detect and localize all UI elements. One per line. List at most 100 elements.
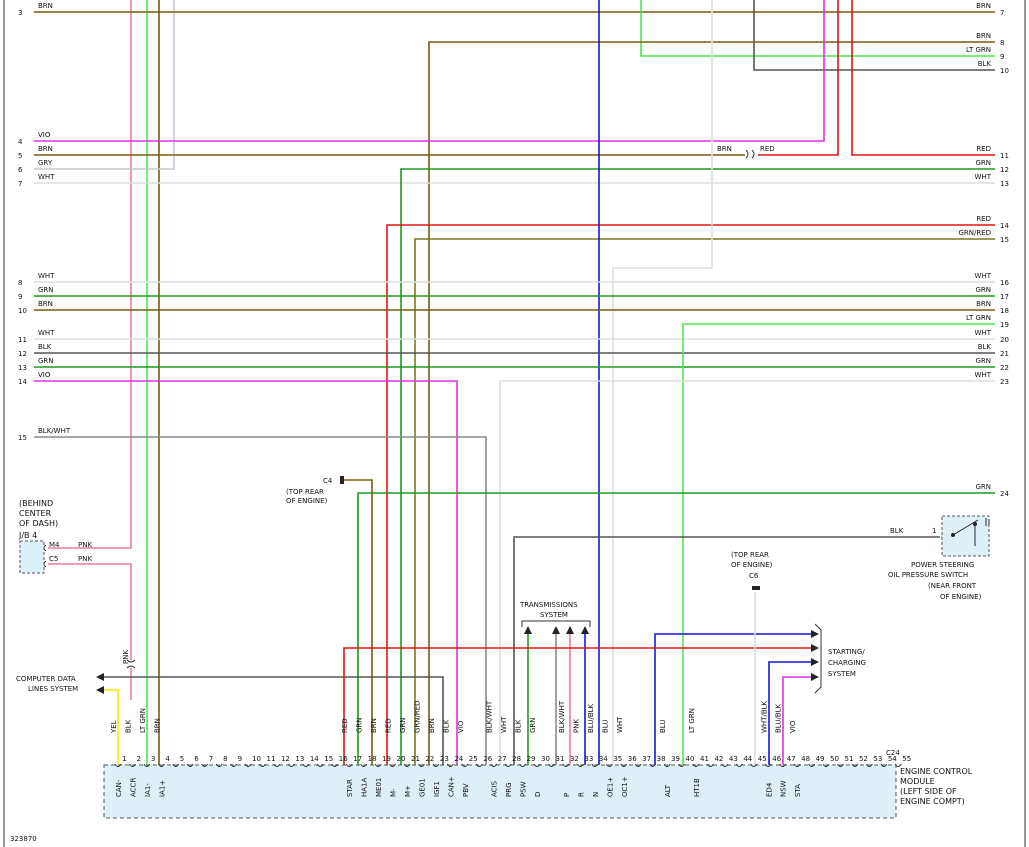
wire-wht-right23: [499, 380, 995, 765]
ecm-pin-name-29: PSW: [520, 781, 528, 797]
ecm-pin-num-21: 21: [411, 755, 420, 763]
ecm-pin-wire-29: BLK: [515, 719, 523, 733]
ecm-pin-num-18: 18: [368, 755, 377, 763]
ecm-pin-num-12: 12: [281, 755, 290, 763]
ecm-pin-symbol-3: [143, 763, 151, 767]
ecm-pin-num-52: 52: [859, 755, 868, 763]
left-wire-num-8: 8: [18, 279, 22, 287]
ecm-pin-wire-18: GRN: [356, 717, 364, 733]
wire-vio-row4: [34, 0, 825, 142]
ecm-pin-symbol-43: [721, 763, 729, 767]
ecm-pin-name-24: CAN+: [447, 776, 455, 797]
ecm-pin-num-54: 54: [888, 755, 897, 763]
left-wire-label-11: WHT: [38, 329, 55, 337]
ecm-pin-num-23: 23: [440, 755, 449, 763]
right-wire-num-24: 24: [1000, 490, 1009, 498]
jb-pin-c5: C5: [49, 555, 58, 563]
ecm-pin-num-38: 38: [657, 755, 666, 763]
right-wire-label-13: WHT: [975, 173, 992, 181]
ecm-pin-num-41: 41: [700, 755, 709, 763]
ecm-pin-name-18: HA1A: [361, 777, 369, 797]
right-wire-num-11: 11: [1000, 152, 1009, 160]
ecm-pin-num-44: 44: [743, 755, 752, 763]
ecm-pin-num-46: 46: [772, 755, 781, 763]
ecm-pin-name-19: ME01: [375, 778, 383, 797]
ecm-pin-symbol-26: [475, 763, 483, 767]
ecm-pin-symbol-52: [851, 763, 859, 767]
left-wire-label-12: BLK: [38, 343, 52, 351]
ecm-pin-symbol-51: [837, 763, 844, 767]
ecm-pin-symbol-28: [504, 763, 512, 767]
left-wire-label-6: GRY: [38, 159, 53, 167]
right-wire-num-14: 14: [1000, 222, 1009, 230]
ecm-pin-symbol-17: [345, 763, 353, 767]
left-wire-num-15: 15: [18, 434, 27, 442]
wire-vio-sta: [782, 676, 815, 765]
arrow-start-star: [811, 644, 819, 652]
jb-label-3: OF DASH): [19, 519, 58, 528]
ecm-pin-num-36: 36: [628, 755, 637, 763]
jb-box: [19, 540, 45, 574]
ecm-pin-symbol-10: [244, 763, 252, 767]
ecm-pin-wire-34: BLU/BLK: [587, 703, 595, 733]
ecm-pin-name-27: ACIS: [491, 780, 499, 797]
right-wire-num-13: 13: [1000, 180, 1009, 188]
jb-pin-m4: M4: [49, 541, 60, 549]
ground-c6-symbol: [752, 586, 760, 590]
wire-blk-right10: [753, 0, 995, 71]
jb-label-2: CENTER: [19, 509, 52, 518]
left-wire-label-8: WHT: [38, 272, 55, 280]
left-wire-num-6: 6: [18, 166, 23, 174]
ecm-pin-name-33: R: [577, 792, 585, 797]
ecm-pin-symbol-40: [678, 763, 685, 767]
computer-data-lines: COMPUTER DATA LINES SYSTEM: [16, 675, 78, 693]
switch-line-1: POWER STEERING: [911, 561, 974, 569]
left-wire-label-15: BLK/WHT: [38, 427, 71, 435]
right-wire-label-12: GRN: [975, 159, 991, 167]
ecm-box: [103, 764, 897, 819]
arrow-start-sta: [811, 673, 819, 681]
ecm-title-line-1: ENGINE CONTROL: [900, 767, 973, 776]
ecm-pin-num-28: 28: [512, 755, 521, 763]
switch-arm: [952, 519, 979, 536]
ecm-pin-num-19: 19: [382, 755, 391, 763]
ecm-pin-num-42: 42: [714, 755, 723, 763]
wire-blkwht-row15: [34, 436, 487, 765]
diagram-id: 323870: [10, 835, 37, 843]
ecm-pin-wire-17: RED: [341, 718, 349, 733]
ecm-pin-wire-48: VIO: [789, 720, 797, 733]
arrow-trans-r: [566, 626, 574, 634]
right-wire-num-17: 17: [1000, 293, 1009, 301]
right-wire-label-8: BRN: [976, 32, 991, 40]
ecm-pin-wire-21: GRN: [399, 717, 407, 733]
ground-c6-line-2: OF ENGINE): [731, 561, 773, 569]
wire-red-splice: [758, 0, 839, 156]
ecm-pin-num-34: 34: [599, 755, 608, 763]
right-wire-label-23: WHT: [975, 371, 992, 379]
ecm-pin-num-9: 9: [238, 755, 242, 763]
ecm-pin-wire-27: BLK/WHT: [486, 700, 494, 733]
right-wire-num-22: 22: [1000, 364, 1009, 372]
splice-symbol: [745, 149, 755, 159]
inline-splice: BRN RED: [717, 145, 775, 159]
ecm-pin-num-48: 48: [801, 755, 810, 763]
ecm-pin-symbol-44: [735, 763, 743, 767]
ecm-connector-id: C24: [886, 749, 900, 757]
ecm-pin-num-51: 51: [845, 755, 854, 763]
ecm-pin-num-6: 6: [194, 755, 199, 763]
wire-red-star: [343, 647, 815, 765]
engine-control-module: C24 ENGINE CONTROL MODULE (LEFT SIDE OF …: [103, 749, 973, 819]
ecm-pin-name-21: M+: [404, 785, 412, 797]
ecm-pin-wire-39: BLU: [659, 720, 667, 733]
arrow-trans-p: [552, 626, 560, 634]
ecm-pin-num-26: 26: [483, 755, 492, 763]
label-group: 3BRN4VIO5BRN6GRY7WHT8WHT9GRN10BRN11WHT12…: [18, 2, 1009, 734]
pnk-crossover-symbol: [126, 659, 136, 669]
ecm-pin-symbol-27: [490, 763, 498, 767]
ecm-pin-symbol-50: [822, 763, 830, 767]
left-wire-label-4: VIO: [38, 131, 51, 139]
ecm-pin-symbol-37: [634, 763, 642, 767]
ecm-pin-name-48: STA: [794, 784, 802, 797]
ecm-pin-symbol-39: [663, 763, 671, 767]
